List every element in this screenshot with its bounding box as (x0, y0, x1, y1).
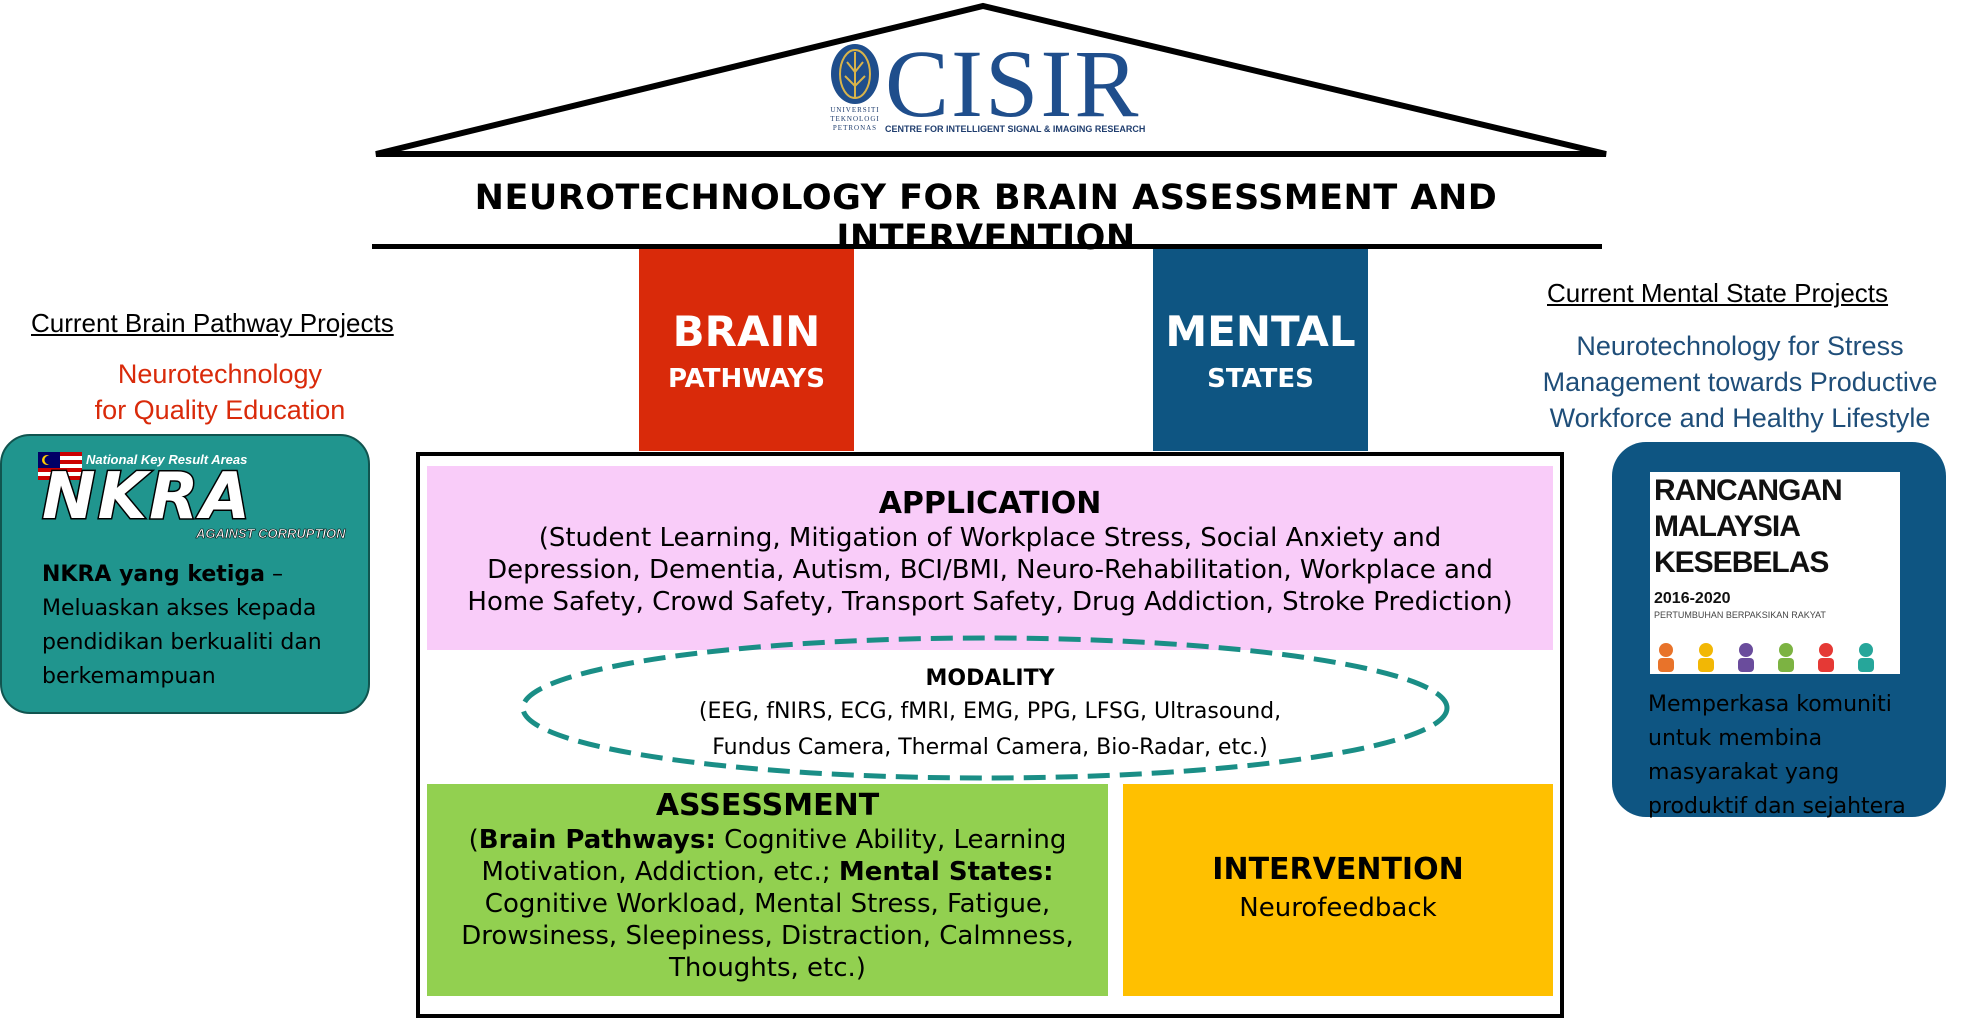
stress-management-project: Neurotechnology for Stress Management to… (1520, 328, 1960, 436)
title-beam (372, 244, 1602, 249)
modality-title: MODALITY (925, 666, 1055, 691)
pillar-mental-line1: MENTAL (1165, 307, 1356, 356)
assessment-box: ASSESSMENT (Brain Pathways: Cognitive Ab… (427, 784, 1108, 996)
cisir-subtitle: CENTRE FOR INTELLIGENT SIGNAL & IMAGING … (885, 124, 1146, 134)
roof-triangle (375, 2, 1607, 157)
poster-years: 2016-2020 (1654, 590, 1731, 607)
stress-project-line-1: Neurotechnology for Stress (1576, 331, 1904, 361)
assessment-open-paren: ( (468, 825, 479, 855)
nkra-logo: National Key Result Areas NKRA AGAINST C… (36, 452, 346, 542)
rmk11-card-text: Memperkasa komuniti untuk membina masyar… (1648, 692, 1906, 819)
modality-line-1: (EEG, fNIRS, ECG, fMRI, EMG, PPG, LFSG, … (698, 699, 1282, 724)
application-line-3: Home Safety, Crowd Safety, Transport Saf… (467, 587, 1513, 617)
application-box: APPLICATION (Student Learning, Mitigatio… (427, 466, 1553, 650)
assessment-body: (Brain Pathways: Cognitive Ability, Lear… (427, 824, 1108, 984)
cisir-wordmark: CISIR (885, 30, 1141, 137)
intervention-title: INTERVENTION (1212, 852, 1464, 887)
quality-education-line-2: for Quality Education (94, 395, 346, 425)
poster-line-3: KESEBELAS (1654, 546, 1829, 579)
nkra-card-text: NKRA yang ketiga – Meluaskan akses kepad… (42, 558, 362, 694)
malaysia-flag-icon (38, 452, 82, 480)
assessment-mental-text: Cognitive Workload, Mental Stress, Fatig… (461, 889, 1074, 983)
application-line-2: Depression, Dementia, Autism, BCI/BMI, N… (487, 555, 1493, 585)
modality-text: MODALITY (EEG, fNIRS, ECG, fMRI, EMG, PP… (560, 664, 1420, 766)
nkra-wordmark: NKRA (41, 459, 252, 536)
mental-state-projects-heading: Current Mental State Projects (1547, 278, 1889, 308)
stress-project-line-2: Management towards Productive (1542, 367, 1938, 397)
pillar-mental-line2: STATES (1207, 364, 1314, 394)
assessment-brain-text: Cognitive Ability, Learning Motivation, … (481, 825, 1067, 887)
pillar-mental-states: MENTAL STATES (1153, 249, 1368, 451)
main-title: NEUROTECHNOLOGY FOR BRAIN ASSESSMENT AND… (474, 178, 1498, 258)
application-line-1: (Student Learning, Mitigation of Workpla… (538, 523, 1442, 553)
pillar-brain-line2: PATHWAYS (668, 364, 825, 394)
nkra-card: National Key Result Areas NKRA AGAINST C… (0, 434, 370, 714)
modality-line-2: Fundus Camera, Thermal Camera, Bio-Radar… (712, 735, 1268, 760)
nkra-card-rest: – Meluaskan akses kepada pendidikan berk… (42, 562, 322, 689)
stress-project-line-3: Workforce and Healthy Lifestyle (1549, 403, 1931, 433)
nkra-card-bold: NKRA yang ketiga (42, 562, 265, 587)
rmk11-card: RANCANGAN MALAYSIA KESEBELAS 2016-2020 P… (1612, 442, 1946, 819)
poster-line-1: RANCANGAN (1654, 474, 1843, 507)
rmk11-poster: RANCANGAN MALAYSIA KESEBELAS 2016-2020 P… (1650, 472, 1900, 674)
utp-emblem-icon (831, 44, 879, 104)
intervention-body: Neurofeedback (1239, 893, 1437, 923)
people-icons (1658, 643, 1874, 672)
nkra-tagline: AGAINST CORRUPTION (196, 526, 346, 542)
pillar-brain-line1: BRAIN (672, 307, 821, 356)
assessment-mental-label: Mental States: (838, 857, 1054, 887)
brain-pathway-projects-heading: Current Brain Pathway Projects (31, 308, 394, 338)
assessment-title: ASSESSMENT (655, 788, 880, 823)
cisir-logo: UNIVERSITI TEKNOLOGI PETRONAS CISIR CENT… (823, 34, 1145, 140)
quality-education-project: Neurotechnology for Quality Education (30, 356, 410, 428)
pillar-brain-pathways: BRAIN PATHWAYS (639, 249, 854, 451)
university-name: UNIVERSITI TEKNOLOGI PETRONAS (830, 106, 880, 132)
poster-line-2: MALAYSIA (1654, 510, 1801, 543)
poster-slogan: PERTUMBUHAN BERPAKSIKAN RAKYAT (1654, 610, 1826, 620)
assessment-brain-label: Brain Pathways: (478, 825, 716, 855)
application-title: APPLICATION (878, 486, 1102, 521)
intervention-box: INTERVENTION Neurofeedback (1123, 784, 1553, 996)
modality-ellipse (520, 635, 1450, 781)
nkra-small-caption: National Key Result Areas (86, 452, 248, 467)
quality-education-line-1: Neurotechnology (117, 359, 323, 389)
